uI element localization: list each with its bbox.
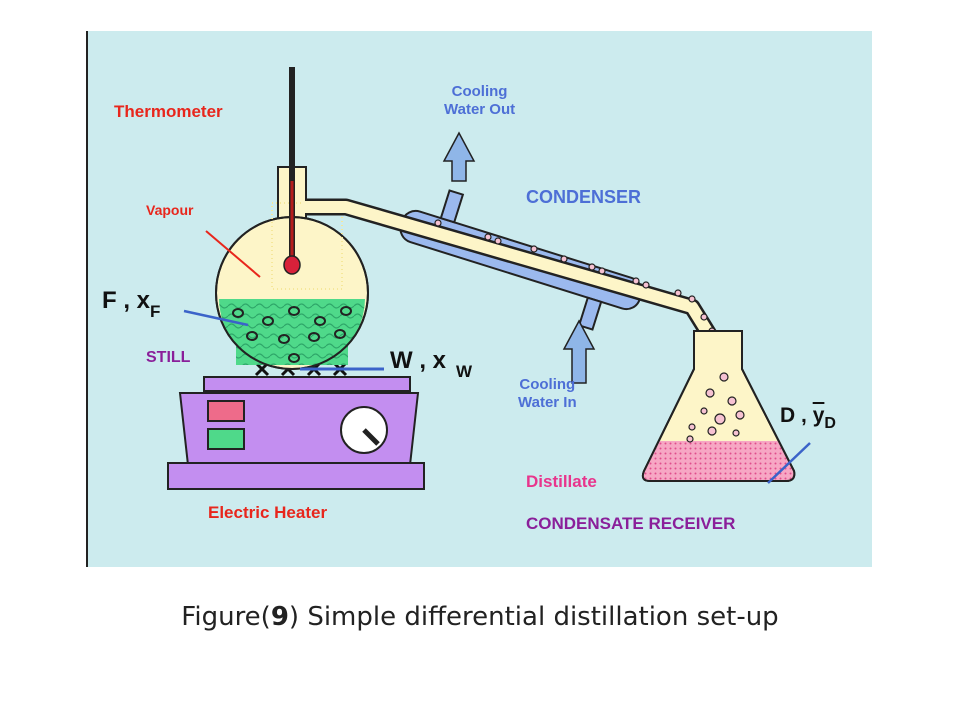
heater-indicator-green — [207, 428, 245, 450]
feed-pointer — [183, 309, 249, 327]
caption-number: 9 — [270, 602, 289, 632]
feed-label-main: F , x — [102, 287, 151, 314]
cooling-water-in-arrow — [562, 319, 596, 384]
still-flask — [215, 166, 369, 370]
residue-label: W , x W — [390, 347, 472, 381]
feed-label-sub: F — [150, 302, 161, 321]
feed-label: F , xF — [102, 287, 160, 321]
distillate-pointer — [767, 442, 811, 484]
still-label: STILL — [146, 349, 191, 366]
condensate-receiver-label: CONDENSATE RECEIVER — [526, 514, 736, 533]
caption-text: ) Simple differential distillation set-u… — [288, 602, 779, 632]
cooling-water-in-line2: Water In — [518, 394, 577, 411]
caption-prefix: Figure( — [181, 602, 271, 632]
cooling-water-out-line1: Cooling — [451, 83, 508, 100]
cooling-water-out-arrow — [442, 131, 476, 182]
heater-indicator-red — [207, 400, 245, 422]
condenser-label: CONDENSER — [526, 187, 642, 207]
distillate-flow-label: D , yD — [780, 404, 836, 432]
cooling-water-in-label: Cooling Water In — [518, 376, 577, 412]
cooling-water-out-label: Cooling Water Out — [444, 83, 515, 119]
thermometer-label: Thermometer — [114, 102, 223, 121]
electric-heater-label: Electric Heater — [208, 503, 328, 522]
thermometer — [283, 67, 301, 275]
pointer-lines — [183, 230, 811, 484]
cooling-water-out-line2: Water Out — [444, 101, 516, 118]
residue-label-main: W , x — [390, 347, 447, 374]
distillation-diagram: Thermometer Vapour F , xF STILL W , x W E… — [86, 31, 872, 567]
figure-caption: Figure(9) Simple differential distillati… — [0, 602, 960, 632]
diagram-graphics — [167, 67, 811, 490]
vapour-label: Vapour — [146, 202, 194, 218]
distillate-flow-main: D , — [780, 404, 807, 427]
distillate-label: Distillate — [526, 472, 597, 491]
residue-label-sub: W — [456, 362, 473, 381]
vapour-pointer — [205, 230, 261, 278]
vapour-region — [271, 202, 343, 290]
distillate-flow-y: y — [812, 404, 825, 427]
condensate-receiver — [641, 330, 796, 482]
distillate-flow-sub: D — [824, 415, 836, 432]
cooling-water-in-line1: Cooling — [519, 376, 576, 393]
electric-heater — [167, 376, 425, 490]
